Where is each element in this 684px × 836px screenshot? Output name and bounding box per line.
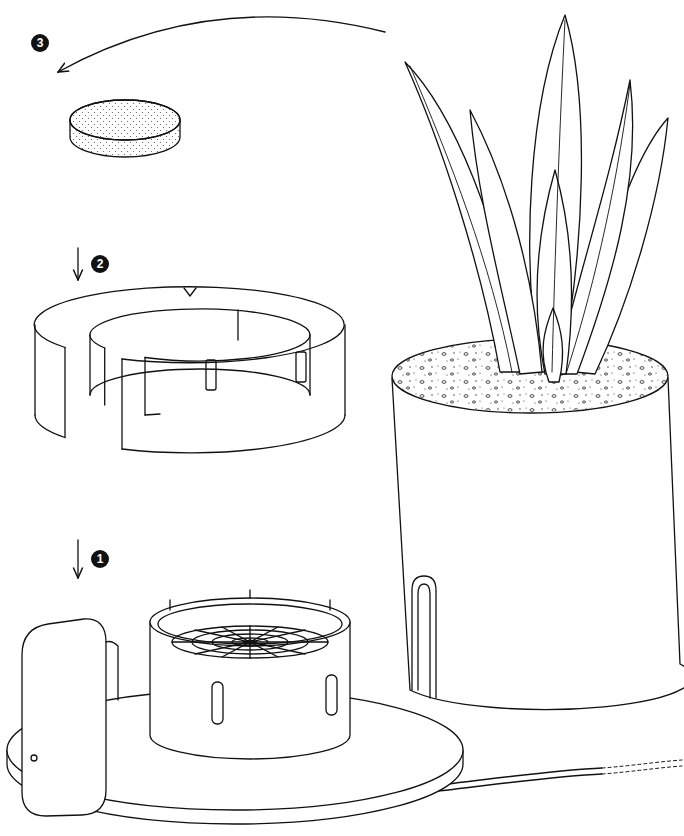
- base-unit: [7, 590, 463, 824]
- reservoir-ring: [34, 287, 345, 453]
- callout-badge: 3: [31, 34, 49, 52]
- felt-disk: [70, 100, 180, 157]
- callout-number: 2: [97, 258, 104, 270]
- power-cable: [430, 760, 682, 792]
- curved-arrow: [58, 17, 385, 72]
- down-arrow: [77, 248, 78, 280]
- down-arrow: [77, 540, 78, 578]
- plant-pot: [390, 338, 684, 709]
- plant-leaves: [405, 15, 668, 382]
- callout-number: 3: [37, 37, 44, 49]
- callout-badge: 1: [91, 550, 109, 568]
- callout-number: 1: [97, 553, 104, 565]
- callout-badge: 2: [91, 255, 109, 273]
